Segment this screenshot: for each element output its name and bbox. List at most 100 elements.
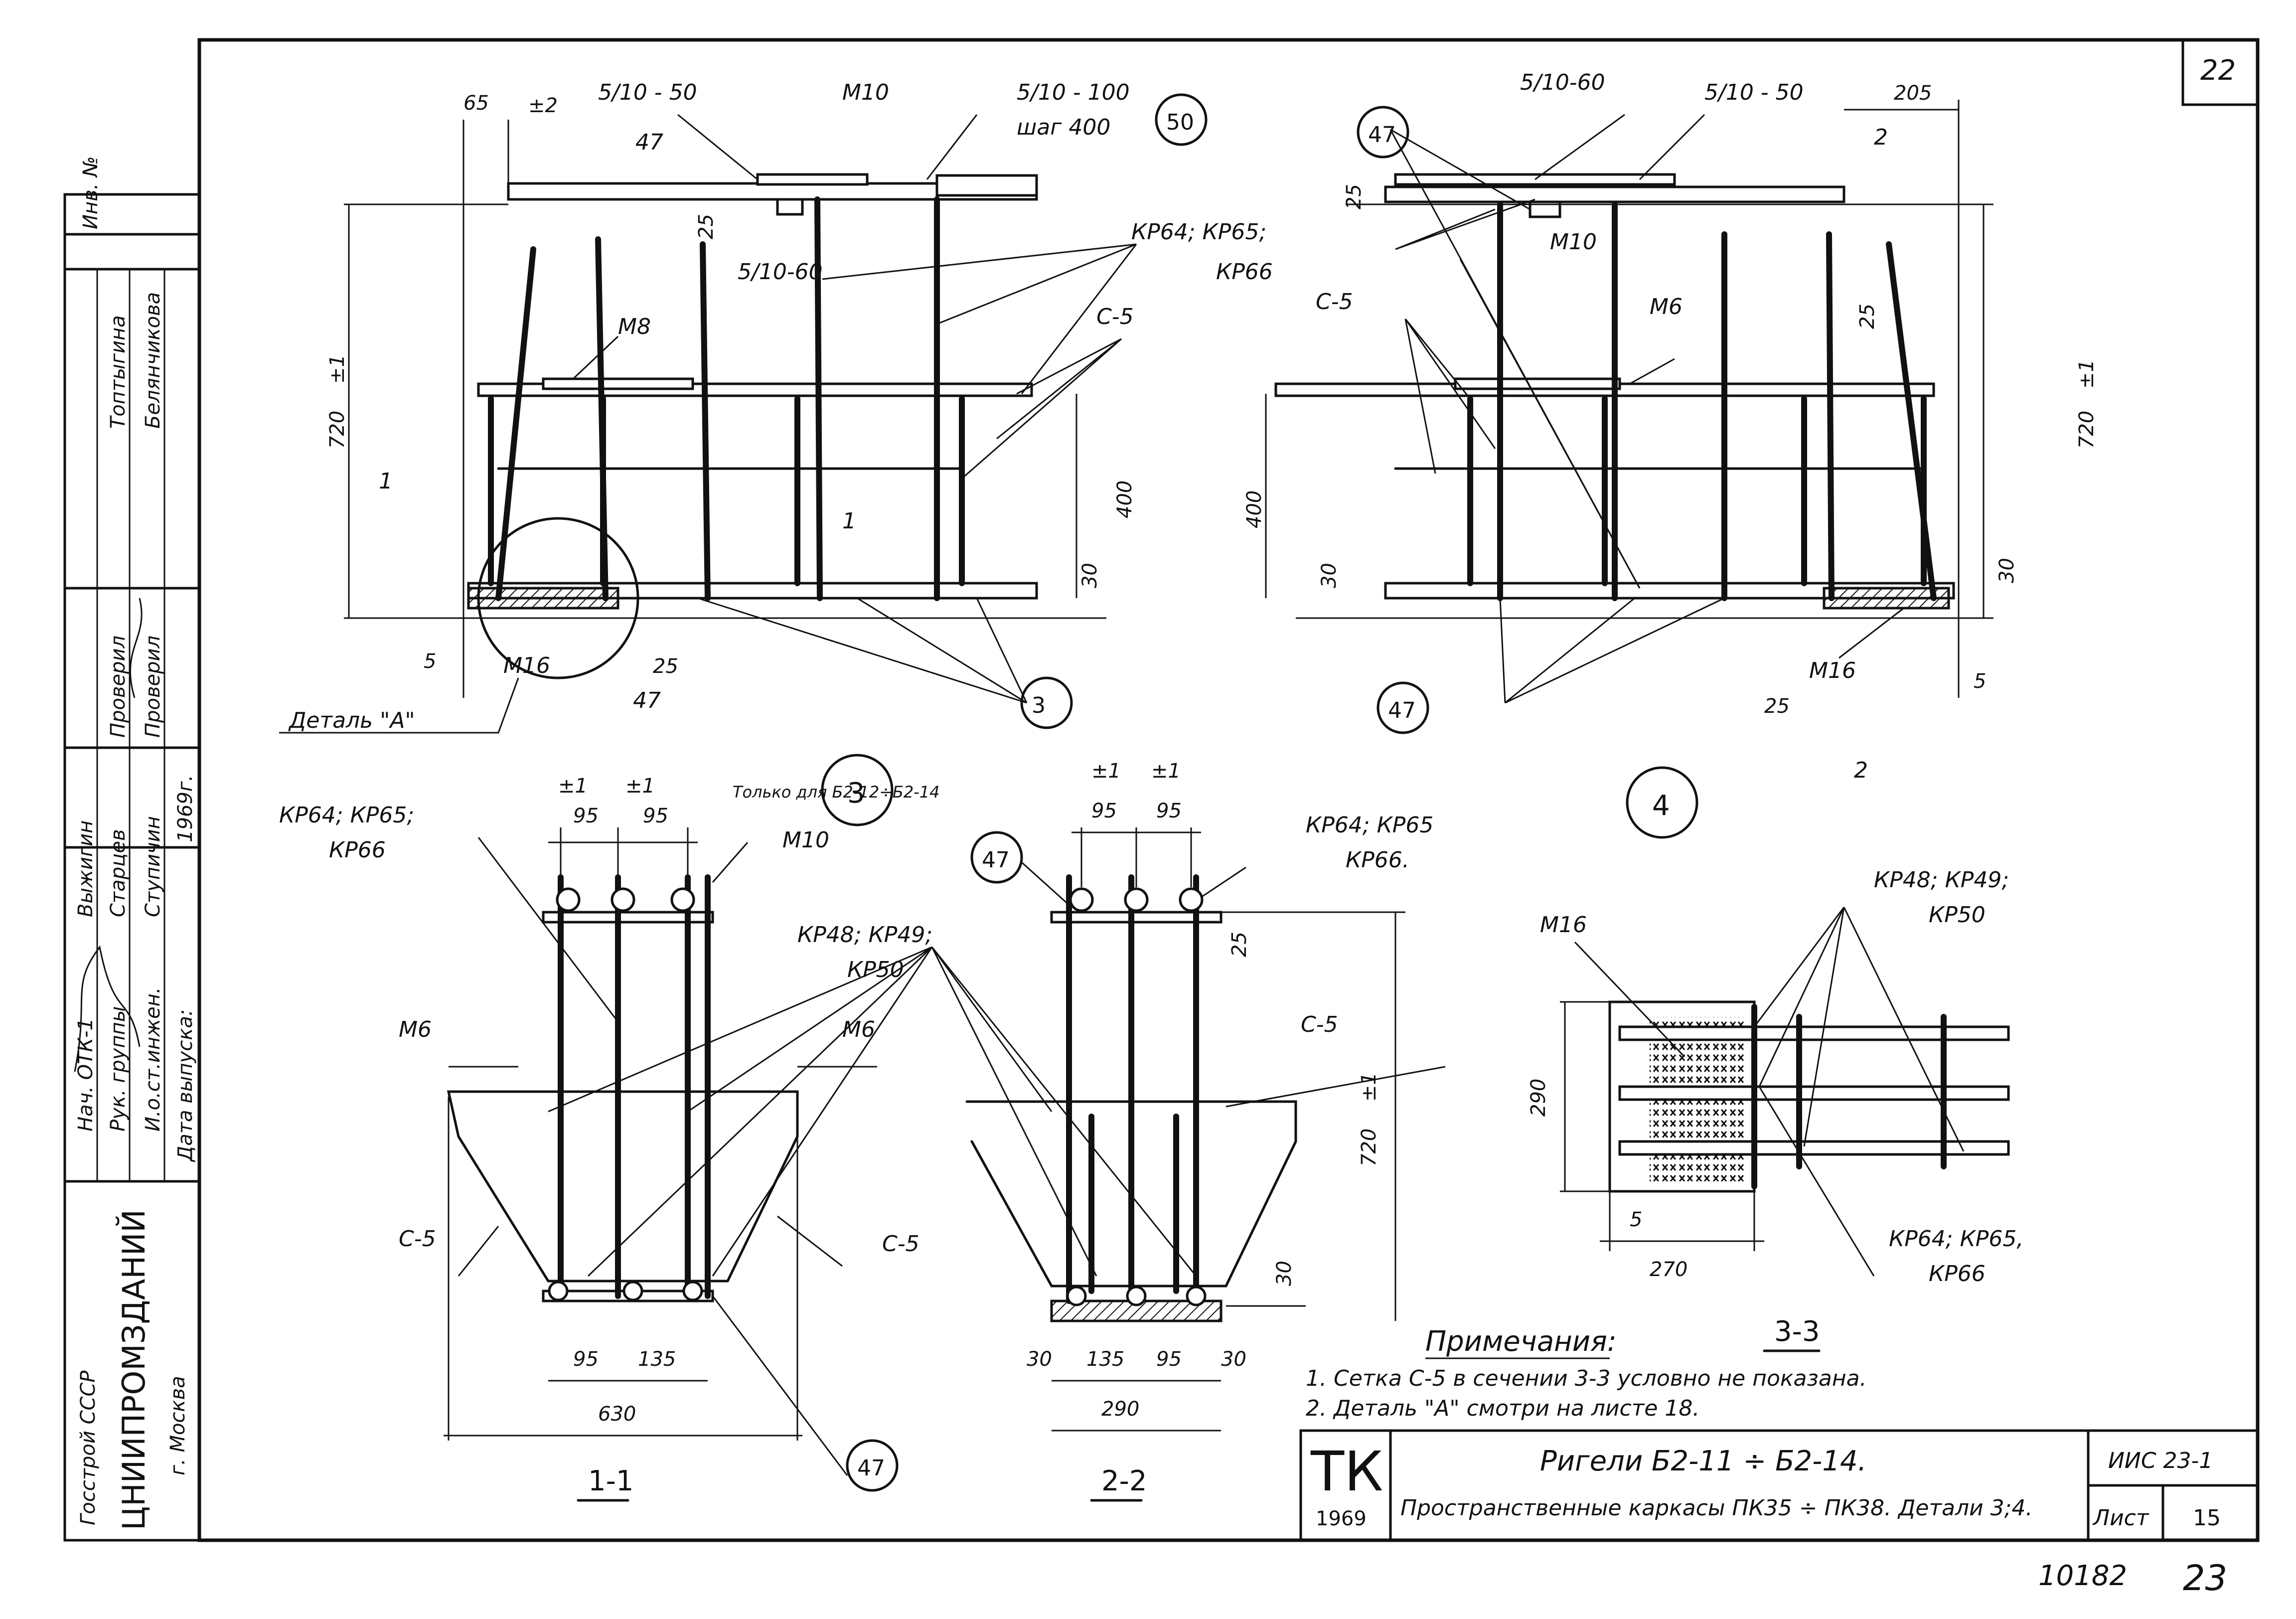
detail-3-dim-65: 65	[463, 92, 489, 115]
detail-3-mesh-top: 5/10 - 50	[598, 80, 697, 105]
stamp-role-3: И.о.ст.инжен.	[142, 987, 164, 1132]
release-year: 1969г.	[174, 775, 197, 842]
detail-3-detail-a: Деталь "А"	[288, 708, 415, 733]
stamp-name-2: Старцев	[107, 829, 130, 917]
detail-numbers: 3 4	[821, 754, 1698, 839]
detail-4-dim-5: 5	[1974, 670, 1986, 693]
stamp-checked-role-2: Проверил	[142, 636, 164, 738]
tk-mark: ТК	[1310, 1440, 1383, 1503]
section-2-2-dim-290: 290	[1101, 1398, 1139, 1421]
section-1-1-kp-2: КР66	[329, 837, 386, 863]
notes-heading: Примечания:	[1425, 1325, 1617, 1358]
section-2-2-dim-720-tol: ±1	[1358, 1072, 1380, 1102]
signature	[129, 598, 143, 698]
section-1-1-m6-right: М6	[842, 1017, 875, 1042]
section-2-2-dim-30-left: 30	[1027, 1348, 1052, 1371]
section-3-3-caption: 3-3	[1774, 1315, 1820, 1348]
detail-3-mesh-100: 5/10 - 100	[1017, 80, 1130, 105]
section-2-2: 47 КР64; КР65 КР66. С-5 ±1 ±1 95 95 25 7…	[931, 760, 1446, 1502]
section-1-1-tol-1: ±1	[558, 775, 588, 798]
detail-4-m16: М16	[1809, 658, 1856, 683]
title-block: ТК 1969 Ригели Б2-11 ÷ Б2-14. Пространст…	[1299, 1429, 2259, 1542]
section-1-1-c5-left: С-5	[399, 1226, 436, 1252]
detail-4-mesh-50: 5/10 - 50	[1704, 80, 1804, 105]
section-1-1-dim-630: 630	[598, 1403, 636, 1426]
section-1-1-tol-2: ±1	[625, 775, 655, 798]
section-2-2-kp: КР64; КР65	[1306, 812, 1433, 838]
section-2-2-pos-47: 47	[982, 847, 1010, 873]
section-2-2-dim-30-right: 30	[1221, 1348, 1246, 1371]
detail-3-cut-1-bottom: 47	[633, 688, 661, 713]
detail-3-m8: М8	[618, 314, 651, 339]
org-line-1: Госстрой СССР	[77, 1370, 100, 1525]
section-2-2-dim-95-b: 95	[1156, 800, 1182, 822]
detail-4-m10: М10	[1550, 229, 1597, 255]
section-1-1-c5-right: С-5	[882, 1231, 919, 1257]
detail-4-mesh-60: 5/10-60	[1520, 70, 1605, 95]
section-1-1-dim-95-b: 95	[643, 805, 668, 827]
section-3-3-dim-290: 290	[1527, 1079, 1550, 1117]
stamp-checked-role-1: Проверил	[107, 636, 130, 738]
detail-4-pos-47-top: 47	[1368, 122, 1396, 148]
detail-3-number: 3	[847, 777, 865, 810]
signature	[74, 945, 141, 1072]
section-2-2-dim-95-a: 95	[1091, 800, 1117, 822]
detail-3-elevation: 50 3 КР64; КР65; КР66 5/10 - 50 М10 5/10…	[279, 80, 1273, 734]
section-3-3-kp48: КР48; КР49;	[1874, 867, 2009, 893]
bottom-number-2: 23	[2183, 1558, 2227, 1599]
section-1-1-pos-47: 47	[857, 1456, 885, 1481]
detail-4-m6: М6	[1650, 294, 1683, 320]
detail-4-c5: С-5	[1316, 289, 1353, 315]
side-stamp: Инв. № Нач. ОТК-1 Рук. группы И.о.ст.инж…	[63, 156, 201, 1542]
section-2-2-dim-135: 135	[1086, 1348, 1124, 1371]
detail-3-m16: М16	[503, 653, 550, 678]
bottom-number-1: 10182	[2038, 1560, 2127, 1592]
tk-year: 1969	[1316, 1507, 1367, 1530]
detail-4-cut-2: 2	[1874, 125, 1888, 150]
detail-3-kp-label: КР64; КР65;	[1131, 219, 1266, 245]
section-2-2-dim-720: 720	[1358, 1129, 1380, 1166]
section-3-3-kp64: КР64; КР65,	[1889, 1226, 2023, 1252]
detail-3-step: шаг 400	[1017, 115, 1110, 140]
org-line-2: ЦНИИПРОМЗДАНИЙ	[116, 1209, 152, 1530]
title-line-1: Ригели Б2-11 ÷ Б2-14.	[1540, 1445, 1866, 1477]
section-3-3: КР48; КР49; КР50 М16 КР64; КР65, КР66 29…	[1527, 867, 2023, 1352]
section-1-1-kp: КР64; КР65;	[279, 803, 414, 828]
detail-3-m10: М10	[842, 80, 889, 105]
detail-4-dim-400: 400	[1243, 490, 1266, 528]
detail-4-dim-205: 205	[1894, 82, 1932, 105]
section-2-2-tol-1: ±1	[1091, 760, 1121, 783]
detail-4-cut-2-bottom: 2	[1854, 758, 1868, 783]
stamp-checked-name-2: Белянчикова	[142, 292, 164, 429]
note-1: 1. Сетка С-5 в сечении 3-3 условно не по…	[1306, 1366, 1867, 1391]
detail-4-dim-25-mid: 25	[1856, 304, 1879, 329]
notes: Примечания: 1. Сетка С-5 в сечении 3-3 у…	[1306, 1325, 1867, 1421]
detail-3-dim-5: 5	[424, 650, 436, 673]
series-code: ИИС 23-1	[2108, 1448, 2213, 1473]
detail-3-dim-25-top: 25	[695, 214, 718, 239]
section-3-3-dim-5: 5	[1630, 1208, 1642, 1231]
note-2: 2. Деталь "А" смотри на листе 18.	[1306, 1396, 1699, 1421]
title-line-2: Пространственные каркасы ПК35 ÷ ПК38. Де…	[1400, 1495, 2032, 1521]
stamp-name-1: Выжигин	[74, 820, 97, 917]
detail-4-elevation: 47 47 5/10-60 5/10 - 50 М10 С-5 М6 М16 2…	[1243, 70, 2098, 783]
section-1-1-caption: 1-1	[588, 1465, 633, 1497]
section-3-3-kp66: КР66	[1929, 1261, 1986, 1287]
detail-3-kp-label-2: КР66	[1216, 259, 1273, 285]
detail-4-dim-30-right: 30	[1995, 558, 2018, 583]
section-3-3-m16: М16	[1540, 912, 1587, 938]
detail-3-pos-50: 50	[1166, 110, 1194, 135]
section-2-2-dim-95: 95	[1156, 1348, 1182, 1371]
section-1-1: КР64; КР65; КР66 Только для Б2-12÷Б2-14 …	[279, 775, 939, 1502]
section-1-1-only-note: Только для Б2-12÷Б2-14	[733, 783, 939, 802]
detail-4-dim-30-left: 30	[1318, 563, 1341, 588]
detail-3-mesh-60: 5/10-60	[738, 259, 823, 285]
section-1-1-dim-95-c: 95	[573, 1348, 599, 1371]
detail-3-dim-tol: ±2	[528, 94, 558, 117]
section-3-3-kp50: КР50	[1929, 902, 1986, 928]
detail-3-cut-3-right: 1	[842, 508, 856, 534]
section-2-2-kp66: КР66.	[1346, 847, 1409, 873]
sheet-label: Лист	[2092, 1505, 2149, 1531]
detail-4-pos-47-bottom: 47	[1388, 698, 1416, 723]
